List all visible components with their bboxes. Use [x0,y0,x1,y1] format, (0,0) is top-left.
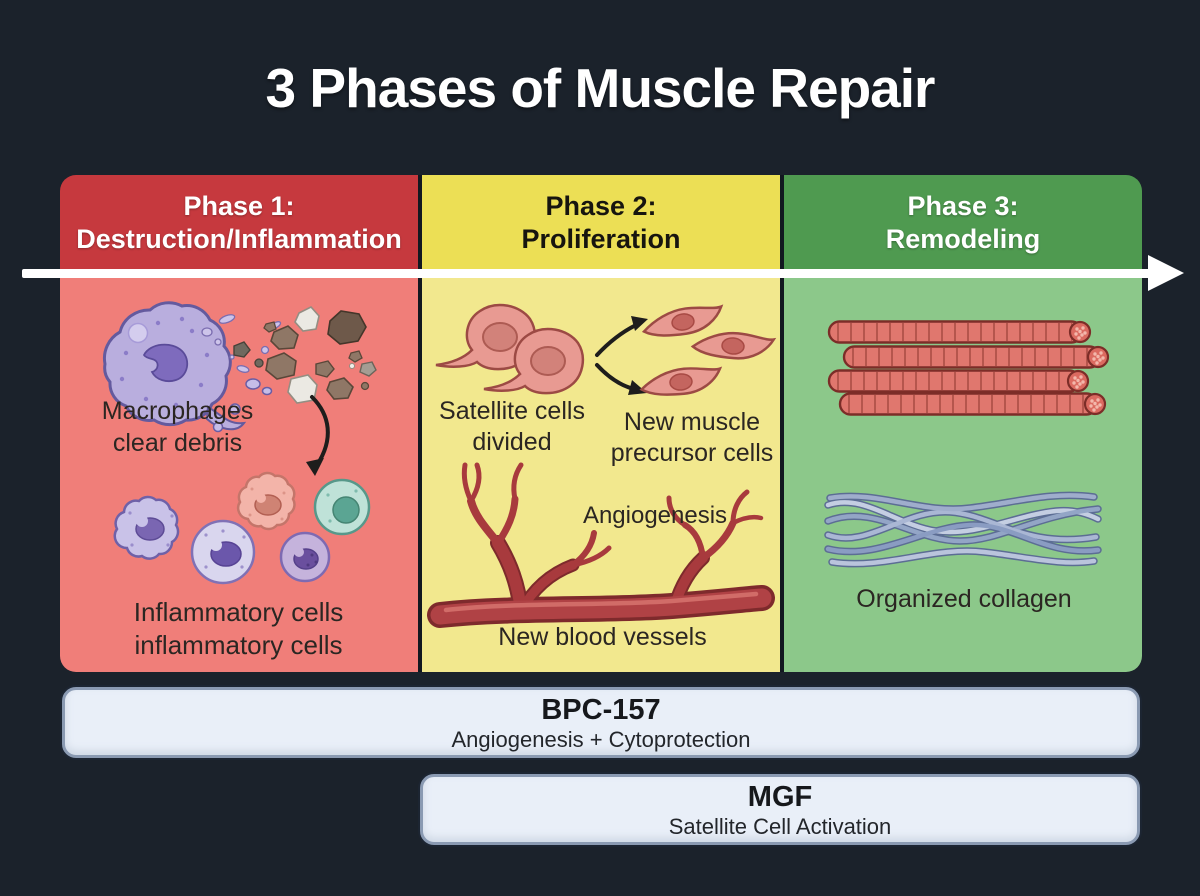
phase-1-header-line2: Destruction/Inflammation [76,224,402,254]
precursor-label: New muscle precursor cells [602,407,782,469]
blood-vessel-icon [427,462,775,628]
phase-1-body: Macrophages clear debris Inflammatory ce… [60,269,418,672]
phase-2-header: Phase 2: Proliferation [422,175,780,269]
inflammatory-label-line2: inflammatory cells [134,630,343,660]
inflammatory-label: Inflammatory cells inflammatory cells [60,596,417,662]
angiogenesis-label: Angiogenesis [582,502,728,529]
phase-1-header-line1: Phase 1: [183,191,295,221]
satellite-cells-icon [435,303,585,395]
bpc-157-subtitle: Angiogenesis + Cytoprotection [451,727,751,752]
branch-arrows-icon [595,316,648,395]
page-title: 3 Phases of Muscle Repair [265,57,936,119]
mgf-subtitle: Satellite Cell Activation [668,814,892,839]
macrophages-label-line1: Macrophages [101,397,254,425]
macrophage-icon [102,301,273,433]
precursor-cells-icon [639,304,777,396]
phase-2-body: Satellite cells divided New muscle precu… [422,269,780,672]
phase-2-header-line1: Phase 2: [545,191,657,221]
mgf-title: MGF [747,781,813,813]
macrophages-label: Macrophages clear debris [75,395,280,459]
phase-3-header-line1: Phase 3: [907,191,1019,221]
curved-arrow-icon [306,395,330,476]
right-arrow-icon [1148,255,1184,291]
macrophages-label-line2: clear debris [112,429,243,457]
satellite-label-line2: divided [472,428,552,456]
muscle-fibers-icon [827,320,1110,416]
inflammatory-cells-icon [113,471,371,585]
timeline-arrow-line [22,269,1150,278]
panel-phase-1: Phase 1: Destruction/Inflammation [60,175,418,672]
mgf-bar: MGF Satellite Cell Activation [420,774,1140,845]
collagen-label: Organized collagen [856,585,1072,613]
panel-phase-2: Phase 2: Proliferation [422,175,780,672]
inflammatory-label-line1: Inflammatory cells [133,597,344,627]
bpc-157-title: BPC-157 [541,694,661,726]
phase-3-header-line2: Remodeling [885,224,1041,254]
vessels-label: New blood vessels [498,623,707,651]
debris-icon [201,306,377,404]
bpc-157-bar: BPC-157 Angiogenesis + Cytoprotection [62,687,1140,758]
phase-3-body: Organized collagen [784,269,1142,672]
precursor-label-line2: precursor cells [610,439,774,467]
phase-2-illustration [427,303,777,628]
phase-panels: Phase 1: Destruction/Inflammation [60,175,1142,672]
precursor-label-line1: New muscle [623,408,761,436]
satellite-label: Satellite cells divided [427,396,597,458]
phase-1-illustration [102,301,377,585]
phase-3-header: Phase 3: Remodeling [784,175,1142,269]
phase-1-header: Phase 1: Destruction/Inflammation [60,175,418,269]
panel-phase-3: Phase 3: Remodeling [784,175,1142,672]
satellite-label-line1: Satellite cells [439,397,585,425]
collagen-fibers-icon [824,491,1102,568]
phase-3-illustration [824,320,1110,568]
phase-2-header-line2: Proliferation [521,224,681,254]
